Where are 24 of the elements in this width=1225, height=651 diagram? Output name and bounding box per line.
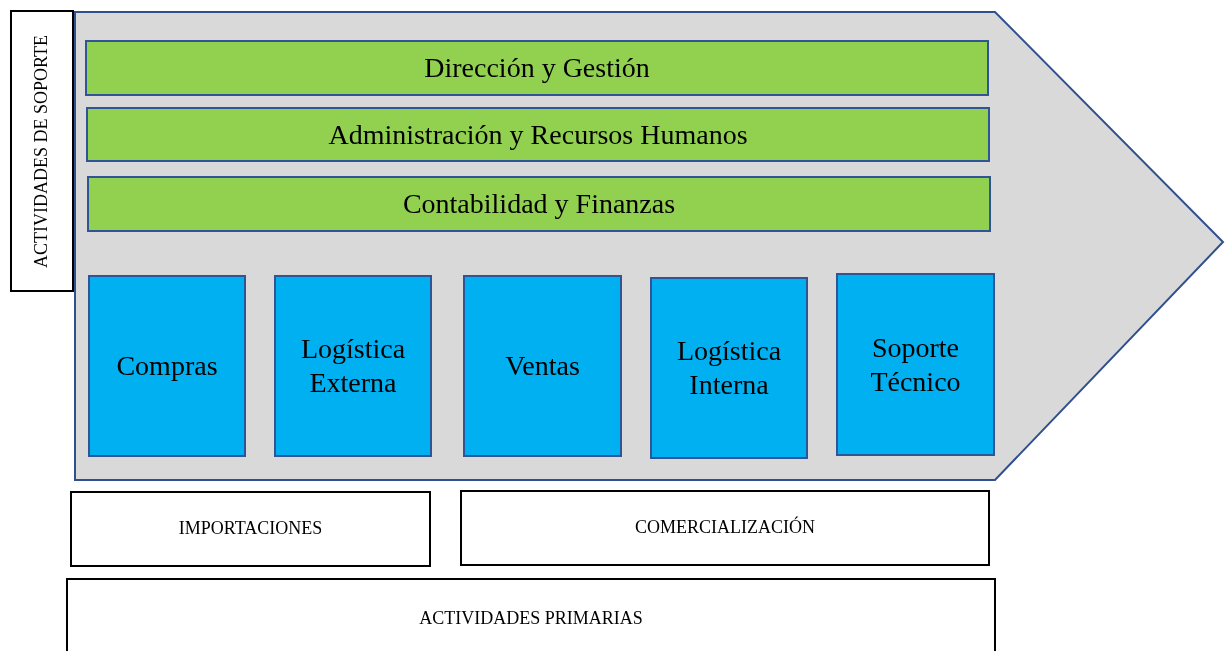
activity-label: Administración y Recursos Humanos [328,117,748,152]
category-label: COMERCIALIZACIÓN [635,517,815,539]
primary-activity-box [650,277,808,459]
section-label: ACTIVIDADES DE SOPORTE [31,34,53,268]
category-label: IMPORTACIONES [178,518,323,540]
activity-label: Compras [115,349,219,383]
support-activity-bar [85,40,989,96]
activity-label: Contabilidad y Finanzas [402,187,676,221]
category-box [460,490,990,566]
section-label-box [10,10,74,292]
activity-label: Dirección y Gestión [424,51,650,85]
activity-label: Logística Interna [675,334,783,402]
primary-activity-box [463,275,622,457]
primary-activity-box [88,275,246,457]
activity-label: Logística Externa [299,332,407,400]
support-activity-bar [86,107,990,162]
category-box [66,578,996,651]
category-box [70,491,431,567]
primary-activity-box [836,273,995,456]
support-activity-bar [87,176,991,232]
activity-label: Soporte Técnico [869,330,962,399]
category-label: ACTIVIDADES PRIMARIAS [419,608,643,630]
primary-activity-box [274,275,432,457]
activity-label: Ventas [504,349,581,383]
